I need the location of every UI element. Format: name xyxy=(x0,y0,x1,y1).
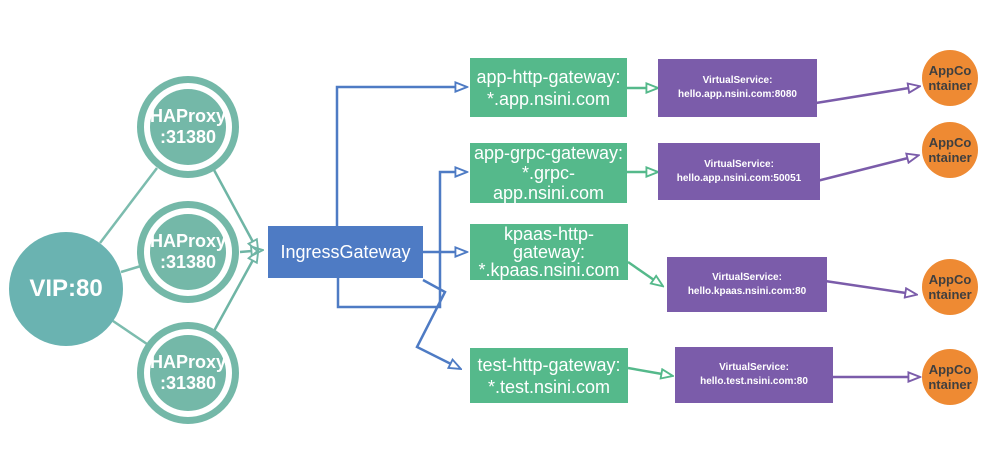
virtual-service-1-host: hello.app.nsini.com:8080 xyxy=(678,89,797,100)
app-container-4-line2: ntainer xyxy=(928,377,972,392)
haproxy-node-2-disc: HAProxy :31380 xyxy=(150,214,226,290)
app-container-1-line1: AppCo xyxy=(928,63,972,78)
virtual-service-node-1: VirtualService: hello.app.nsini.com:8080 xyxy=(658,59,817,117)
gateway-test-line2: *.test.nsini.com xyxy=(487,376,611,397)
haproxy-node-3: HAProxy :31380 xyxy=(137,322,239,424)
gateway-app-http-line2: *.app.nsini.com xyxy=(486,88,611,109)
gateway-kpaas-line3: *.kpaas.nsini.com xyxy=(478,260,620,280)
app-container-4-line1: AppCo xyxy=(928,362,972,377)
app-container-node-3: AppCo ntainer xyxy=(922,259,978,315)
ingress-gateway-node: IngressGateway xyxy=(268,226,423,278)
edge-vip-haproxy-2 xyxy=(120,264,142,274)
edge-gateway4-service4 xyxy=(627,366,662,374)
virtual-service-2-host: hello.app.nsini.com:50051 xyxy=(676,172,802,184)
haproxy-2-port: :31380 xyxy=(159,252,217,272)
haproxy-2-label: HAProxy xyxy=(149,231,227,251)
haproxy-node-1-disc: HAProxy :31380 xyxy=(150,89,226,165)
gateway-app-grpc-line1: app-grpc-gateway: xyxy=(473,143,624,163)
haproxy-3-port: :31380 xyxy=(159,373,217,393)
edge-haproxy1-ingress xyxy=(212,169,253,242)
app-container-3-line1: AppCo xyxy=(928,272,972,287)
virtual-service-node-4: VirtualService: hello.test.nsini.com:80 xyxy=(675,347,833,403)
edge-vip-haproxy-3 xyxy=(112,319,148,346)
app-container-3-line2: ntainer xyxy=(928,287,972,302)
virtual-service-3-host: hello.kpaas.nsini.com:80 xyxy=(687,285,807,297)
haproxy-1-label: HAProxy xyxy=(149,106,227,126)
vip-label: VIP:80 xyxy=(29,275,103,302)
edge-service1-container1 xyxy=(815,88,909,105)
app-container-node-2: AppCo ntainer xyxy=(922,122,978,178)
app-container-node-1: AppCo ntainer xyxy=(922,50,978,106)
app-container-2-line2: ntainer xyxy=(928,150,972,165)
gateway-app-http-line1: app-http-gateway: xyxy=(476,66,621,87)
edge-gateway3-service3 xyxy=(627,260,654,280)
gateway-app-grpc-line2: *.grpc- xyxy=(521,163,575,183)
ingress-gateway-label: IngressGateway xyxy=(280,241,411,262)
edge-ingress-app-grpc xyxy=(336,172,456,309)
gateway-app-grpc-line3: app.nsini.com xyxy=(492,183,605,203)
app-container-node-4: AppCo ntainer xyxy=(922,349,978,405)
vip-node: VIP:80 xyxy=(9,232,123,346)
virtual-service-2-title: VirtualService: xyxy=(704,158,774,170)
virtual-service-4-title: VirtualService: xyxy=(719,362,789,373)
haproxy-1-port: :31380 xyxy=(159,127,217,147)
app-container-2-line1: AppCo xyxy=(928,135,972,150)
edge-haproxy3-ingress xyxy=(212,260,253,332)
virtual-service-3-title: VirtualService: xyxy=(712,271,782,283)
gateway-kpaas-line2: gateway: xyxy=(512,242,586,262)
edge-haproxy2-ingress xyxy=(239,251,252,252)
virtual-service-1-title: VirtualService: xyxy=(702,75,773,86)
gateway-test-line1: test-http-gateway: xyxy=(477,354,621,375)
virtual-service-node-3: VirtualService: hello.kpaas.nsini.com:80 xyxy=(667,257,827,312)
gateway-node-app-grpc: app-grpc-gateway: *.grpc- app.nsini.com xyxy=(470,143,627,203)
edge-ingress-test-http xyxy=(415,278,451,364)
app-container-1-line2: ntainer xyxy=(928,78,972,93)
gateway-node-app-http: app-http-gateway: *.app.nsini.com xyxy=(470,58,627,117)
gateway-node-test-http: test-http-gateway: *.test.nsini.com xyxy=(470,348,628,403)
gateway-kpaas-line1: kpaas-http- xyxy=(503,224,595,244)
haproxy-3-label: HAProxy xyxy=(149,352,227,372)
virtual-service-node-2: VirtualService: hello.app.nsini.com:5005… xyxy=(658,143,820,200)
edge-service3-container3 xyxy=(824,279,906,293)
haproxy-node-3-disc: HAProxy :31380 xyxy=(150,335,226,411)
haproxy-node-1: HAProxy :31380 xyxy=(137,76,239,178)
haproxy-node-2: HAProxy :31380 xyxy=(137,201,239,303)
gateway-node-kpaas-http: kpaas-http- gateway: *.kpaas.nsini.com xyxy=(470,224,628,280)
edge-ingress-app-http xyxy=(335,87,456,226)
edge-service2-container2 xyxy=(816,158,908,183)
edge-vip-haproxy-1 xyxy=(99,167,158,244)
virtual-service-4-host: hello.test.nsini.com:80 xyxy=(700,376,808,387)
